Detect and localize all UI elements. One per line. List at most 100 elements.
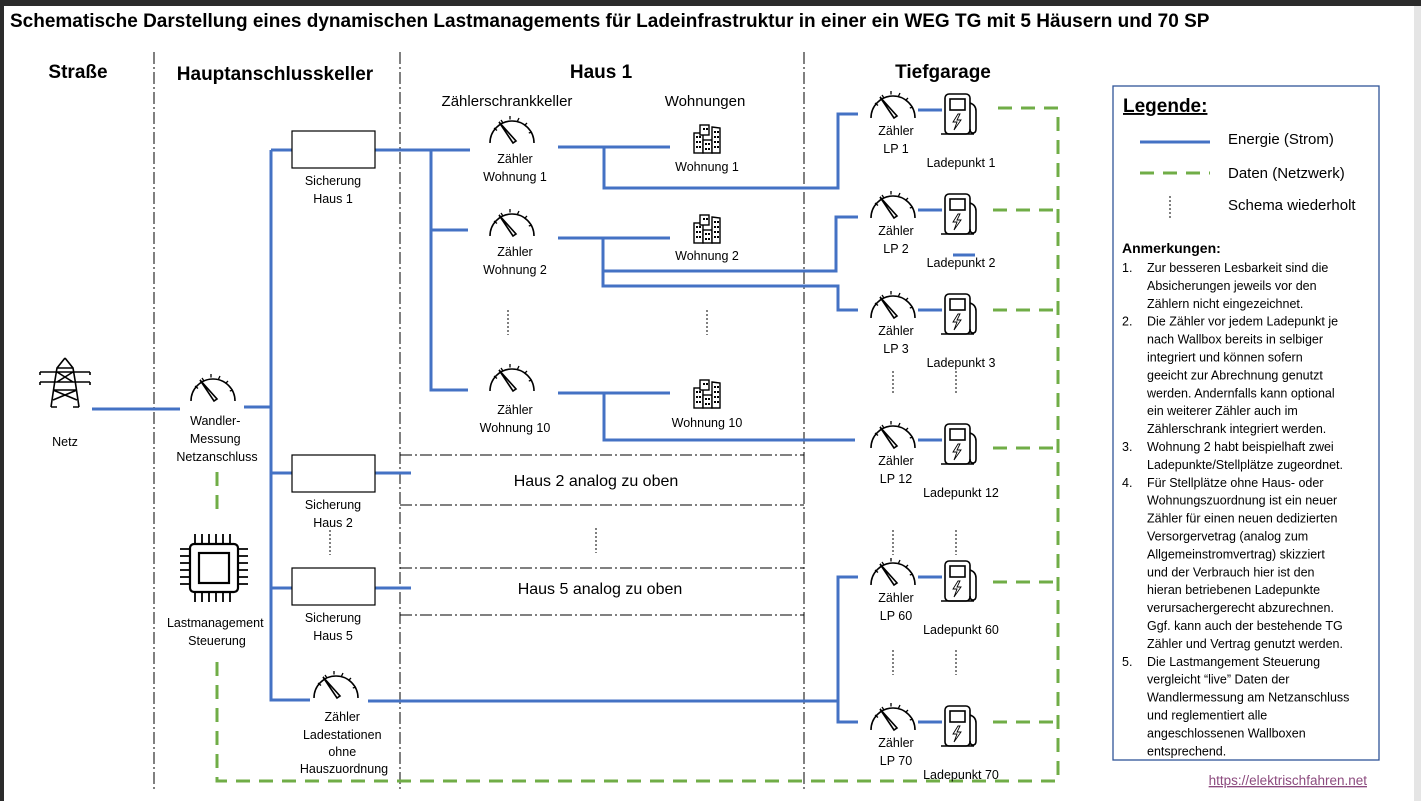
wohnung-1-label: Wohnung 1 [675,160,739,174]
data-lines [215,106,1060,783]
ladepunkt-label: Ladepunkt 3 [927,356,996,370]
note-number: 2. [1122,315,1132,329]
gauge-icon [313,670,359,699]
steuerung-label: Lastmanagement Steuerung [167,616,267,648]
note-line: Allgemeinstromvertrag) skizziert [1147,547,1325,561]
gauge-icon [870,702,916,731]
note-line: Wohnung 2 habt beispielhaft zwei [1147,440,1334,454]
note-line: Zählerschrank integriert werden. [1147,422,1326,436]
note-line: Zähler und Vertrag genutzt werden. [1147,637,1343,651]
legend-repeat-label: Schema wiederholt [1228,197,1356,214]
charging-station-icon [940,705,977,747]
note-line: Zur besseren Lesbarkeit sind die [1147,261,1328,275]
note-line: und reglementiert alle [1147,709,1267,723]
note-line: Ladepunkte/Stellplätze zugeordnet. [1147,458,1343,472]
note-line: Die Lastmangement Steuerung [1147,655,1320,669]
charging-station-icon [940,423,977,465]
ladepunkt-label: Ladepunkt 60 [923,623,999,637]
note-line: hieran betriebenen Ladepunkte [1147,583,1320,597]
power-pylon-icon [39,357,91,408]
gauge-icon [489,363,535,392]
legend-energy-label: Energie (Strom) [1228,131,1334,148]
buildings-icon [693,214,721,244]
gauge-icon [870,190,916,219]
note-line: Zähler für einen neuen dedizierten [1147,512,1337,526]
note-line: Wandlermessung am Netzanschluss [1147,691,1349,705]
note-line: Versorgervetrag (analog zum [1147,530,1308,544]
ladepunkt-label: Ladepunkt 2 [927,256,996,270]
haus-5-analog: Haus 5 analog zu oben [518,581,683,598]
wohnung-10-label: Wohnung 10 [672,416,743,430]
charging-station-icon [940,93,977,135]
note-line: Zählern nicht eingezeichnet. [1147,297,1303,311]
section-tiefgarage: Tiefgarage [895,62,991,83]
repeat-markers [329,310,957,675]
legend-title: Legende: [1123,96,1207,117]
note-line: Ggf. kann auch der bestehende TG [1147,619,1343,633]
note-number: 1. [1122,261,1132,275]
note-number: 4. [1122,476,1132,490]
website-link[interactable]: https://elektrischfahren.net [1209,773,1368,788]
note-number: 5. [1122,655,1132,669]
diagram-title: Schematische Darstellung eines dynamisch… [10,11,1210,32]
gauge-icon [870,90,916,119]
gauge-icon [190,373,236,402]
note-line: nach Wallbox bereits in selbiger [1147,333,1323,347]
chip-icon [180,534,248,602]
subsection-wohnungen: Wohnungen [665,93,746,110]
scrollbar[interactable] [1414,6,1421,801]
charging-station-icon [940,560,977,602]
energy-lines [92,108,975,724]
note-line: Wohnungszuordnung ist ein neuer [1147,494,1337,508]
ladepunkt-label: Ladepunkt 1 [927,156,996,170]
note-line: geeicht zur Abrechnung genutzt [1147,368,1323,382]
buildings-icon [693,379,721,409]
note-line: vergleicht “live” Daten der [1147,673,1289,687]
gauge-icon [870,557,916,586]
note-line: verursachergerecht abzurechnen. [1147,601,1334,615]
section-strasse: Straße [48,62,107,83]
zaehler-ohne-label: Zähler Ladestationen ohne Hauszuordnung [300,710,388,776]
note-line: Absicherungen jeweils vor den [1147,279,1317,293]
gauge-icon [870,290,916,319]
ladepunkt-label: Ladepunkt 70 [923,768,999,782]
gauge-icon [870,420,916,449]
note-line: Die Zähler vor jedem Ladepunkt je [1147,315,1338,329]
note-line: und der Verbrauch hier ist den [1147,565,1315,579]
haus-2-analog: Haus 2 analog zu oben [514,473,679,490]
note-line: angeschlossenen Wallboxen [1147,726,1306,740]
charging-station-icon [940,193,977,235]
netz-label: Netz [52,435,78,449]
legend-box: Legende: Energie (Strom) Daten (Netzwerk… [1112,85,1380,761]
note-line: integriert und können sofern [1147,351,1303,365]
note-line: werden. Andernfalls kann optional [1146,386,1335,400]
wandler-label: Wandler- Messung Netzanschluss [176,414,257,464]
haus-analog-borders [400,454,804,616]
note-line: Für Stellplätze ohne Haus- oder [1147,476,1323,490]
section-hauptanschlusskeller: Hauptanschlusskeller [177,64,374,85]
charging-station-icon [940,293,977,335]
buildings-icon [693,124,721,154]
section-haus-1: Haus 1 [570,62,633,83]
wohnung-2-label: Wohnung 2 [675,249,739,263]
